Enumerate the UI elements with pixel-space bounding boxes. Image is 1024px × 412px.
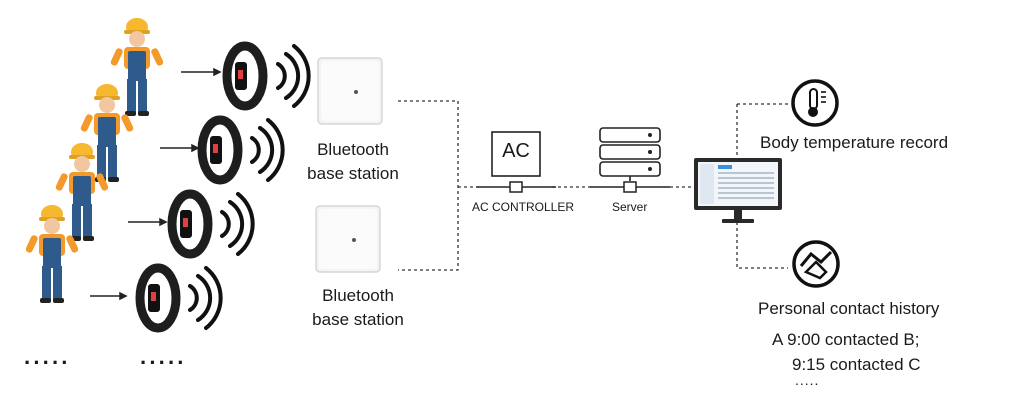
contact-line-2: 9:15 contacted C bbox=[792, 355, 921, 374]
base-station-label-2: Bluetooth base station bbox=[288, 284, 428, 332]
base-station-icon-1 bbox=[317, 57, 383, 125]
base-station-icon-2 bbox=[315, 205, 381, 273]
base-station-label-2-line2: base station bbox=[312, 310, 404, 329]
base-station-label-1-line2: base station bbox=[307, 164, 399, 183]
base-station-label-1-line1: Bluetooth bbox=[317, 140, 389, 159]
wristband-icon bbox=[172, 194, 208, 254]
wristbands bbox=[140, 46, 263, 328]
worker-arrows bbox=[90, 67, 222, 301]
thermometer-icon bbox=[791, 79, 839, 127]
signal-icon bbox=[220, 192, 255, 256]
monitor-icon bbox=[694, 158, 782, 223]
workers-ellipsis-right: ····· bbox=[140, 350, 187, 375]
wristband-icon bbox=[140, 268, 176, 328]
server-icon bbox=[589, 127, 671, 193]
base-station-label-2-line1: Bluetooth bbox=[322, 286, 394, 305]
workers-ellipsis-left: ····· bbox=[24, 350, 71, 375]
worker-1 bbox=[109, 18, 165, 116]
ac-box-text: AC bbox=[502, 140, 530, 162]
contact-more: ..... bbox=[795, 372, 820, 388]
ac-controller-label: AC CONTROLLER bbox=[472, 200, 575, 214]
wristband-icon bbox=[202, 120, 238, 180]
network-links bbox=[398, 100, 790, 271]
signal-icon bbox=[188, 266, 223, 330]
contact-label: Personal contact history bbox=[758, 299, 940, 318]
base-station-label-1: Bluetooth base station bbox=[283, 138, 423, 186]
signal-icon bbox=[276, 44, 311, 108]
wristband-icon bbox=[227, 46, 263, 106]
worker-figures bbox=[24, 18, 165, 303]
handshake-icon bbox=[792, 240, 840, 288]
signal-icon bbox=[250, 118, 285, 182]
contact-line-1: A 9:00 contacted B; bbox=[772, 330, 920, 349]
server-label: Server bbox=[612, 200, 648, 214]
ac-controller-icon bbox=[475, 131, 557, 193]
worker-4 bbox=[24, 205, 80, 303]
temperature-label: Body temperature record bbox=[760, 133, 949, 152]
